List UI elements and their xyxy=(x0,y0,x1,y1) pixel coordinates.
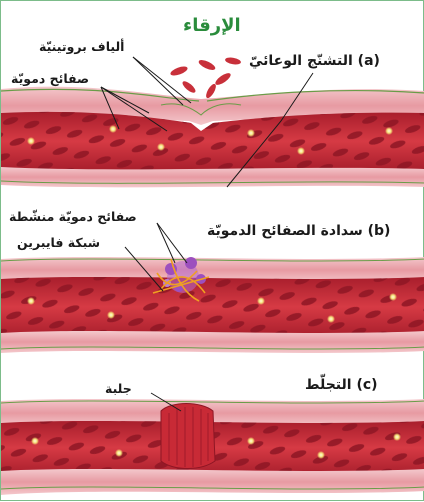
annotation-activated-platelets: صفائح دمويّة منشّطة xyxy=(9,209,137,224)
caption-text-a: التشنّج الوعائيّ xyxy=(249,53,353,69)
caption-panel-b: (b) سدادة الصفائح الدمويّة xyxy=(207,223,390,239)
caption-text-b: سدادة الصفائح الدمويّة xyxy=(207,223,363,239)
caption-panel-c: (c) التجلّط xyxy=(305,377,378,393)
annotation-clot: جلبة xyxy=(105,381,132,396)
annotation-platelets: صفائح دمويّة xyxy=(11,71,89,86)
figure-title: الإرقاء xyxy=(183,15,241,36)
annotation-protein-fibers: ألياف بروتينيّة xyxy=(39,39,124,54)
caption-letter-c: (c) xyxy=(356,377,377,393)
caption-panel-a: (a) التشنّج الوعائيّ xyxy=(249,53,380,69)
vessel-panel-b xyxy=(1,257,424,353)
caption-text-c: التجلّط xyxy=(305,377,352,393)
annotation-fibrin-network: شبكة فايبرين xyxy=(17,235,100,250)
caption-letter-b: (b) xyxy=(368,223,391,239)
vessel-panel-c xyxy=(1,399,424,495)
caption-letter-a: (a) xyxy=(358,53,380,69)
